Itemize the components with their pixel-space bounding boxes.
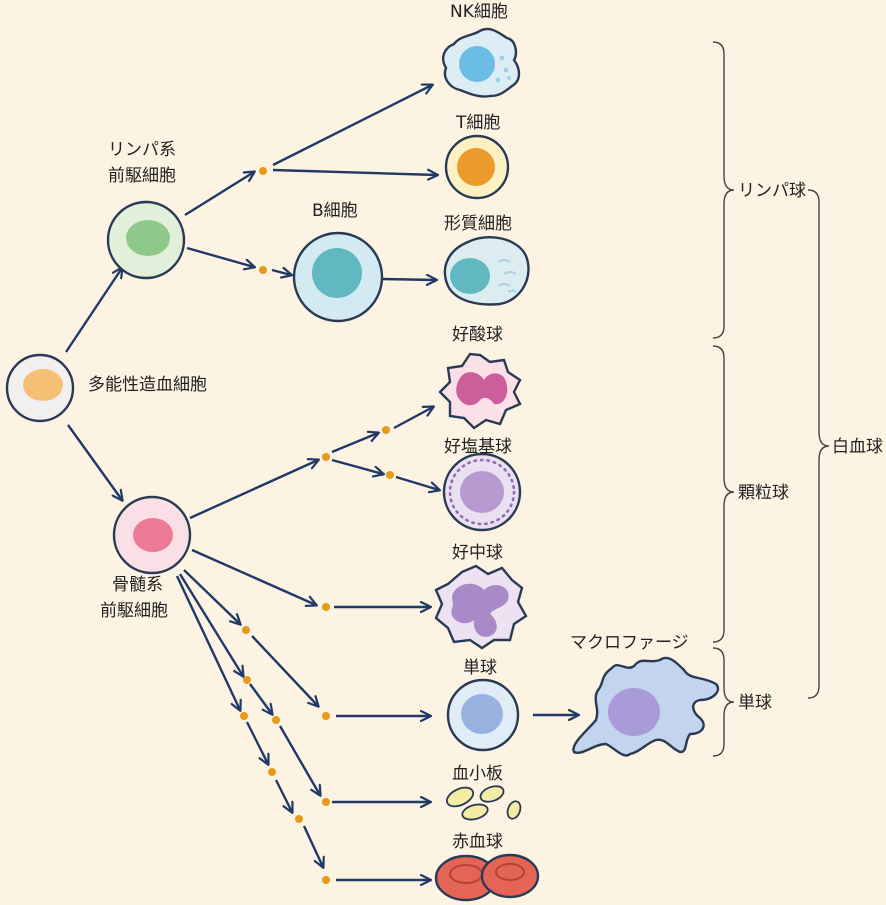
arrow-b-to-plasma [382, 279, 436, 280]
rbc-cells [434, 853, 540, 902]
label-rbc: 赤血球 [452, 832, 503, 852]
node-dot [272, 716, 280, 724]
label-monocyte: 単球 [463, 658, 497, 678]
basophil-cell [442, 452, 522, 532]
arrow-lymphoid-to-nkt-node [184, 172, 254, 217]
arrow-to-rbc-node2 [245, 721, 268, 764]
node-dot [242, 626, 250, 634]
label-myeloid-progenitor-1: 骨髄系 [112, 575, 163, 595]
brace-granulocyte [712, 345, 735, 643]
arrow-hsc-to-myeloid [67, 424, 122, 500]
node-dot [322, 798, 330, 806]
labels: 多能性造血細胞 リンパ系 前駆細胞 骨髄系 前駆細胞 B細胞 NK細胞 T細胞 … [88, 2, 883, 852]
arrows [65, 85, 578, 880]
label-lymphoid-progenitor-2: 前駆細胞 [108, 166, 176, 186]
brace-monocyte [712, 647, 735, 757]
arrow-to-plt-node2 [249, 683, 272, 714]
label-hsc: 多能性造血細胞 [88, 375, 207, 395]
arrow-lymphoid-to-b-node [186, 246, 254, 267]
label-b-cell: B細胞 [312, 201, 358, 221]
node-dot [322, 712, 330, 720]
arrow-to-neutro-node [191, 548, 316, 605]
hsc-cell [5, 353, 75, 423]
label-lymphoid-progenitor-1: リンパ系 [108, 140, 176, 160]
intermediate-dots [240, 167, 394, 884]
arrow-to-nk-cell [272, 85, 432, 167]
arrow-to-b-cell [271, 270, 291, 275]
node-dot [295, 815, 303, 823]
node-dot [322, 876, 330, 884]
node-dot [259, 266, 267, 274]
arrow-to-mono-node2 [251, 635, 318, 706]
node-dot [259, 167, 267, 175]
neutrophil-cell [434, 564, 528, 650]
myeloid-progenitor-cell [112, 495, 192, 575]
label-plasma-cell: 形質細胞 [444, 214, 512, 234]
arrow-to-rbc-node1 [175, 575, 240, 710]
brace-lymphocyte [712, 41, 735, 339]
group-label-granulocyte: 顆粒球 [738, 483, 789, 503]
label-t-cell: T細胞 [455, 113, 500, 133]
group-label-monocyte: 単球 [738, 693, 772, 713]
node-dot [240, 712, 248, 720]
arrow-hsc-to-lymphoid [65, 268, 122, 353]
plasma-cell [443, 235, 530, 306]
arrow-to-eo-node [331, 433, 378, 454]
arrow-to-plt-node3 [278, 725, 320, 795]
arrow-to-plt-node1 [178, 573, 243, 676]
arrow-to-eosinophil [393, 407, 433, 430]
arrow-to-basophil [395, 475, 439, 490]
node-dot [386, 471, 394, 479]
platelet-cells [445, 785, 522, 821]
eosinophil-cell [438, 352, 522, 430]
arrow-to-rbc-node3 [274, 779, 292, 812]
label-platelet: 血小板 [452, 764, 503, 784]
nk-cell [442, 27, 521, 98]
label-nk-cell: NK細胞 [450, 2, 508, 22]
node-dot [382, 426, 390, 434]
b-cell [292, 231, 384, 323]
braces [712, 41, 830, 757]
lymphoid-progenitor-cell [106, 200, 186, 280]
arrow-to-t-cell [272, 170, 437, 175]
group-label-lymphocyte: リンパ球 [738, 181, 806, 201]
t-cell [444, 134, 510, 200]
arrow-to-baso-node [331, 458, 383, 474]
arrow-to-mono-node1 [183, 569, 240, 624]
node-dot [322, 453, 330, 461]
label-neutrophil: 好中球 [452, 543, 503, 563]
node-dot [268, 768, 276, 776]
arrow-myeloid-to-gran-node [189, 460, 318, 520]
group-label-leukocyte: 白血球 [832, 437, 883, 457]
arrow-to-rbc-node4 [302, 825, 323, 867]
node-dot [243, 676, 251, 684]
label-eosinophil: 好酸球 [452, 325, 503, 345]
node-dot [322, 603, 330, 611]
monocyte-cell [446, 678, 520, 752]
macrophage-cell [572, 656, 720, 757]
label-basophil: 好塩基球 [444, 437, 512, 457]
label-macrophage: マクロファージ [570, 633, 689, 653]
brace-leukocyte [807, 189, 830, 699]
label-myeloid-progenitor-2: 前駆細胞 [100, 601, 168, 621]
